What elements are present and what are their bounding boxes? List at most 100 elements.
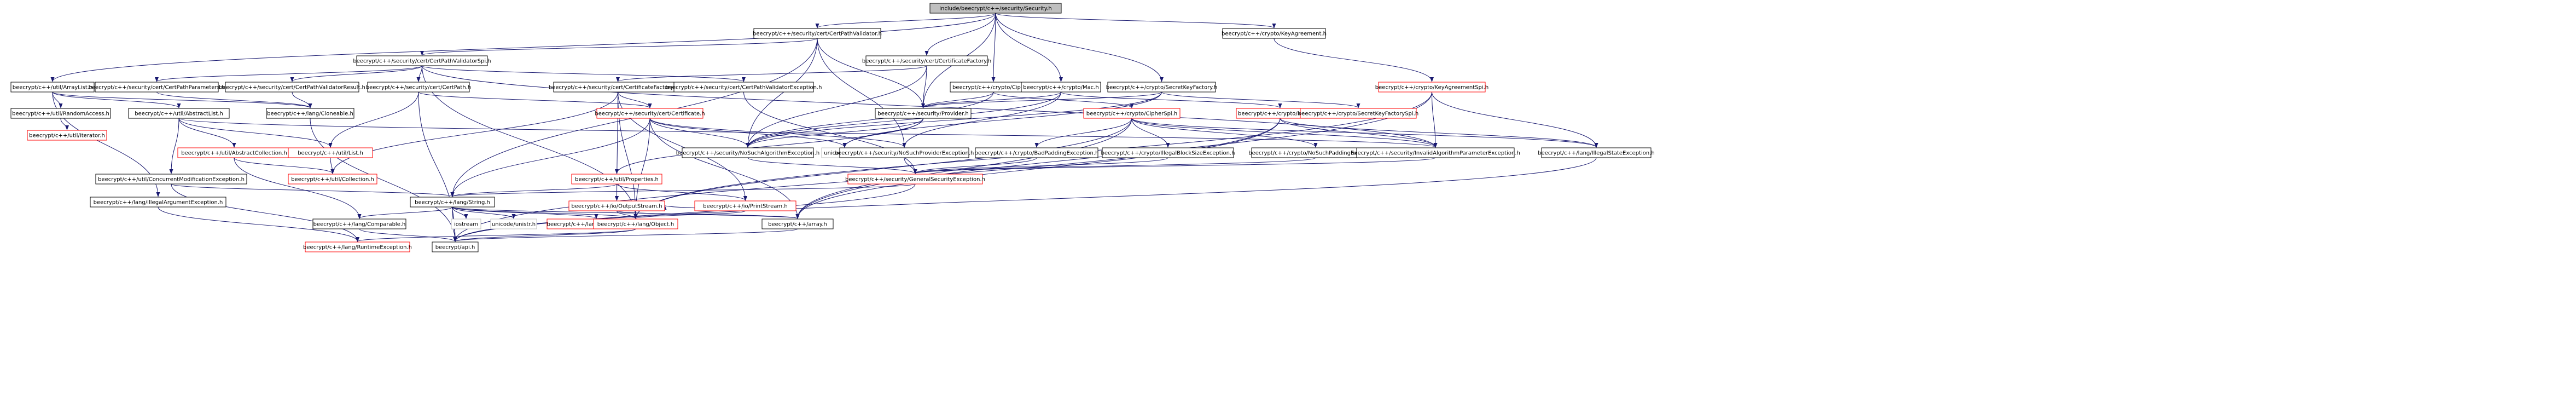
edge-certpathvalidatorspi-to-invalidalgorithmparameterexception [422, 65, 1438, 148]
node-label: beecrypt/c++/security/cert/Certificate.h [595, 111, 705, 117]
edge-macspi-to-array [795, 118, 1281, 219]
node-certpathvalidatorexception[interactable]: beecrypt/c++/security/cert/CertPathValid… [665, 82, 822, 93]
node-keyagreement[interactable]: beecrypt/c++/crypto/KeyAgreement.h [1222, 28, 1327, 39]
node-certpathparameters[interactable]: beecrypt/c++/security/cert/CertPathParam… [89, 82, 225, 93]
edge-certificate-to-nosuchalgorithmexception [649, 118, 750, 148]
node-array[interactable]: beecrypt/c++/array.h [761, 218, 834, 229]
node-invalidalgorithmparameterexception[interactable]: beecrypt/c++/security/InvalidAlgorithmPa… [1351, 147, 1520, 158]
node-illegalargumentexception[interactable]: beecrypt/c++/lang/IllegalArgumentExcepti… [90, 197, 226, 208]
node-api[interactable]: beecrypt/api.h [432, 241, 479, 252]
node-label: beecrypt/c++/crypto/CipherSpi.h [1086, 111, 1177, 117]
node-generalsecurityexception[interactable]: beecrypt/c++/security/GeneralSecurityExc… [845, 174, 985, 185]
node-box [367, 82, 470, 93]
node-certificatefactory[interactable]: beecrypt/c++/security/cert/CertificateFa… [862, 55, 991, 66]
node-label: beecrypt/c++/lang/IllegalArgumentExcepti… [94, 200, 223, 206]
edge-properties-to-printstream [617, 183, 747, 201]
node-abstractlist[interactable]: beecrypt/c++/util/AbstractList.h [128, 108, 230, 119]
edge-mac-to-nosuchalgorithmexception [746, 91, 1061, 148]
node-box [929, 3, 1062, 14]
node-list[interactable]: beecrypt/c++/util/List.h [288, 147, 373, 158]
edge-certpathvalidatorspi-to-certpathvalidatorresult [290, 65, 422, 82]
edge-certificate-to-array [649, 118, 800, 219]
node-abstractcollection[interactable]: beecrypt/c++/util/AbstractCollection.h [177, 147, 291, 158]
node-comparable[interactable]: beecrypt/c++/lang/Comparable.h [312, 218, 406, 229]
node-nosuchproviderexception[interactable]: beecrypt/c++/security/NoSuchProviderExce… [835, 147, 974, 158]
edge-certpath-to-certificate [418, 91, 652, 108]
node-illegalblocksizeexception[interactable]: beecrypt/c++/crypto/IllegalBlockSizeExce… [1101, 147, 1235, 158]
node-box [432, 241, 479, 252]
node-certificate[interactable]: beecrypt/c++/security/cert/Certificate.h [595, 108, 705, 119]
node-cipherspi[interactable]: beecrypt/c++/crypto/CipherSpi.h [1083, 108, 1181, 119]
node-certpathvalidator[interactable]: beecrypt/c++/security/cert/CertPathValid… [753, 28, 882, 39]
node-label: beecrypt/c++/util/Collection.h [291, 177, 374, 183]
node-concurrentmodificationexception[interactable]: beecrypt/c++/util/ConcurrentModification… [95, 174, 247, 185]
edge-abstractcollection-to-comparable [234, 157, 362, 219]
node-label: beecrypt/c++/util/ArrayList.h [13, 85, 93, 91]
node-badpaddingexception[interactable]: beecrypt/c++/crypto/BadPaddingException.… [975, 147, 1099, 158]
node-label: beecrypt/c++/security/InvalidAlgorithmPa… [1351, 151, 1520, 157]
node-arraylist[interactable]: beecrypt/c++/util/ArrayList.h [10, 82, 95, 93]
edge-macspi-to-illegalstateexception [1280, 118, 1598, 148]
node-box [90, 197, 226, 208]
edge-keyagreementspi-to-invalidalgorithmparameterexception [1432, 91, 1438, 148]
node-box [288, 147, 373, 158]
node-outputstream[interactable]: beecrypt/c++/io/OutputStream.h [568, 200, 665, 211]
node-iterator[interactable]: beecrypt/c++/util/Iterator.h [27, 130, 107, 141]
node-label: beecrypt/c++/security/cert/CertPathValid… [353, 59, 491, 65]
node-secretkeyfactory[interactable]: beecrypt/c++/crypto/SecretKeyFactory.h [1106, 82, 1217, 93]
edge-mac-to-macspi [1061, 91, 1282, 108]
edge-certpathvalidatorspi-to-certpathvalidatorexception [422, 65, 746, 82]
node-box [571, 174, 662, 185]
node-label: beecrypt/c++/util/AbstractList.h [135, 111, 223, 117]
node-certpathvalidatorresult[interactable]: beecrypt/c++/security/cert/CertPathValid… [219, 82, 365, 93]
node-box [975, 147, 1098, 158]
node-secretkeyfactoryspi[interactable]: beecrypt/c++/crypto/SecretKeyFactorySpi.… [1298, 108, 1418, 119]
node-keyagreementspi[interactable]: beecrypt/c++/crypto/KeyAgreementSpi.h [1375, 82, 1488, 93]
node-collection[interactable]: beecrypt/c++/util/Collection.h [288, 174, 377, 185]
edge-certificatefactory-to-nosuchalgorithmexception [746, 65, 927, 148]
edge-string-to-comparable [357, 206, 453, 219]
node-label: beecrypt/c++/lang/Comparable.h [313, 222, 406, 228]
node-properties[interactable]: beecrypt/c++/util/Properties.h [571, 174, 662, 185]
node-box [673, 82, 814, 93]
edge-root-to-keyagreement [995, 13, 1276, 28]
node-certificatefactoryspi[interactable]: beecrypt/c++/security/cert/CertificateFa… [549, 82, 687, 93]
node-runtimeexception[interactable]: beecrypt/c++/lang/RuntimeException.h [303, 241, 412, 252]
node-cloneable[interactable]: beecrypt/c++/lang/Cloneable.h [266, 108, 354, 119]
node-randomaccess[interactable]: beecrypt/c++/util/RandomAccess.h [10, 108, 111, 119]
node-box [1083, 108, 1181, 119]
node-nosuchalgorithmexception[interactable]: beecrypt/c++/security/NoSuchAlgorithmExc… [676, 147, 820, 158]
node-label: unicode/unistr.h [492, 222, 536, 228]
node-label: beecrypt/c++/security/Provider.h [877, 111, 969, 117]
edge-object-to-runtimeexception [356, 228, 636, 242]
node-certpath[interactable]: beecrypt/c++/security/cert/CertPath.h [366, 82, 471, 93]
node-box [682, 147, 814, 158]
edge-abstractlist-to-list [178, 118, 333, 148]
edge-secretkeyfactory-to-nosuchalgorithmexception [746, 91, 1162, 148]
node-mac[interactable]: beecrypt/c++/crypto/Mac.h [1021, 82, 1101, 93]
node-provider[interactable]: beecrypt/c++/security/Provider.h [875, 108, 972, 119]
edge-comparable-to-api [359, 228, 457, 242]
node-box [410, 197, 495, 208]
node-label: beecrypt/c++/crypto/NoSuchPaddingExcepti… [1248, 151, 1382, 157]
node-box [305, 241, 410, 252]
node-object[interactable]: beecrypt/c++/lang/Object.h [593, 218, 678, 229]
node-printstream[interactable]: beecrypt/c++/io/PrintStream.h [694, 200, 796, 211]
node-box [1222, 28, 1326, 39]
node-label: beecrypt/c++/crypto/SecretKeyFactory.h [1106, 85, 1217, 91]
node-label: beecrypt/c++/security/cert/CertPathParam… [89, 85, 225, 91]
node-label: beecrypt/c++/crypto/BadPaddingException.… [975, 151, 1099, 157]
node-string[interactable]: beecrypt/c++/lang/String.h [410, 197, 495, 208]
node-box [865, 55, 988, 66]
node-label: beecrypt/c++/security/cert/CertPathValid… [665, 85, 822, 91]
edge-certificatefactoryspi-to-certificate [618, 91, 652, 108]
edge-badpaddingexception-to-generalsecurityexception [913, 157, 1037, 174]
edge-certpathvalidatorresult-to-cloneable [292, 91, 312, 108]
node-box [1356, 147, 1515, 158]
node-label: beecrypt/c++/crypto/SecretKeyFactorySpi.… [1298, 111, 1418, 117]
node-illegalstateexception[interactable]: beecrypt/c++/lang/IllegalStateException.… [1538, 147, 1655, 158]
node-certpathvalidatorspi[interactable]: beecrypt/c++/security/cert/CertPathValid… [353, 55, 491, 66]
edge-mac-to-provider [921, 91, 1061, 108]
edge-certificatefactoryspi-to-collection [330, 91, 618, 174]
